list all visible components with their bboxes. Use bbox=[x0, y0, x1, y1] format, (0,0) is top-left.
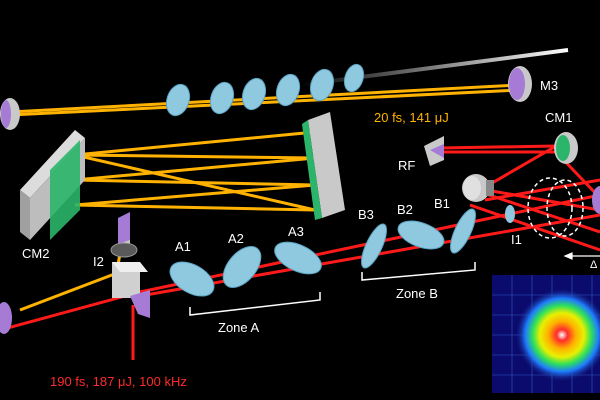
right-edge-optic bbox=[592, 186, 600, 214]
label-b1: B1 bbox=[434, 196, 450, 211]
label-rf: RF bbox=[398, 158, 415, 173]
mirror-cm1 bbox=[554, 132, 578, 164]
label-b2: B2 bbox=[397, 202, 413, 217]
iris-i1 bbox=[505, 205, 515, 223]
beam-profile-inset-icon bbox=[492, 275, 600, 393]
arrow-fragment-icon bbox=[563, 252, 600, 260]
label-i2: I2 bbox=[93, 254, 104, 269]
iris-i2 bbox=[110, 212, 150, 318]
zone-b-bracket bbox=[361, 262, 476, 281]
label-i1: I1 bbox=[511, 232, 522, 247]
label-a3: A3 bbox=[288, 224, 304, 239]
roof-mirror-rf bbox=[424, 136, 444, 166]
label-cm1: CM1 bbox=[545, 110, 572, 125]
left-mirror-bottom bbox=[0, 302, 12, 334]
zone-b-plates bbox=[361, 208, 476, 269]
label-a1: A1 bbox=[175, 239, 191, 254]
label-edge-fragment: Δ bbox=[590, 259, 598, 271]
left-mirror-top bbox=[0, 98, 20, 130]
rotation-indicator bbox=[527, 177, 584, 239]
zone-a-bracket bbox=[189, 292, 321, 316]
beam-splitter-cube bbox=[462, 174, 494, 202]
label-b3: B3 bbox=[358, 207, 374, 222]
beam-label-input: 190 fs, 187 μJ, 100 kHz bbox=[50, 374, 187, 389]
label-zone-a: Zone A bbox=[218, 320, 260, 335]
label-m3: M3 bbox=[540, 78, 558, 93]
chirped-mirror-cm2 bbox=[20, 130, 85, 240]
top-plate-row bbox=[165, 63, 365, 117]
label-a2: A2 bbox=[228, 231, 244, 246]
zone-a-plates bbox=[169, 241, 322, 297]
mirror-m3 bbox=[508, 66, 532, 102]
label-zone-b: Zone B bbox=[396, 286, 438, 301]
beam-label-output: 20 fs, 141 μJ bbox=[374, 110, 449, 125]
chirped-mirror-right bbox=[302, 112, 345, 220]
label-cm2: CM2 bbox=[22, 246, 49, 261]
